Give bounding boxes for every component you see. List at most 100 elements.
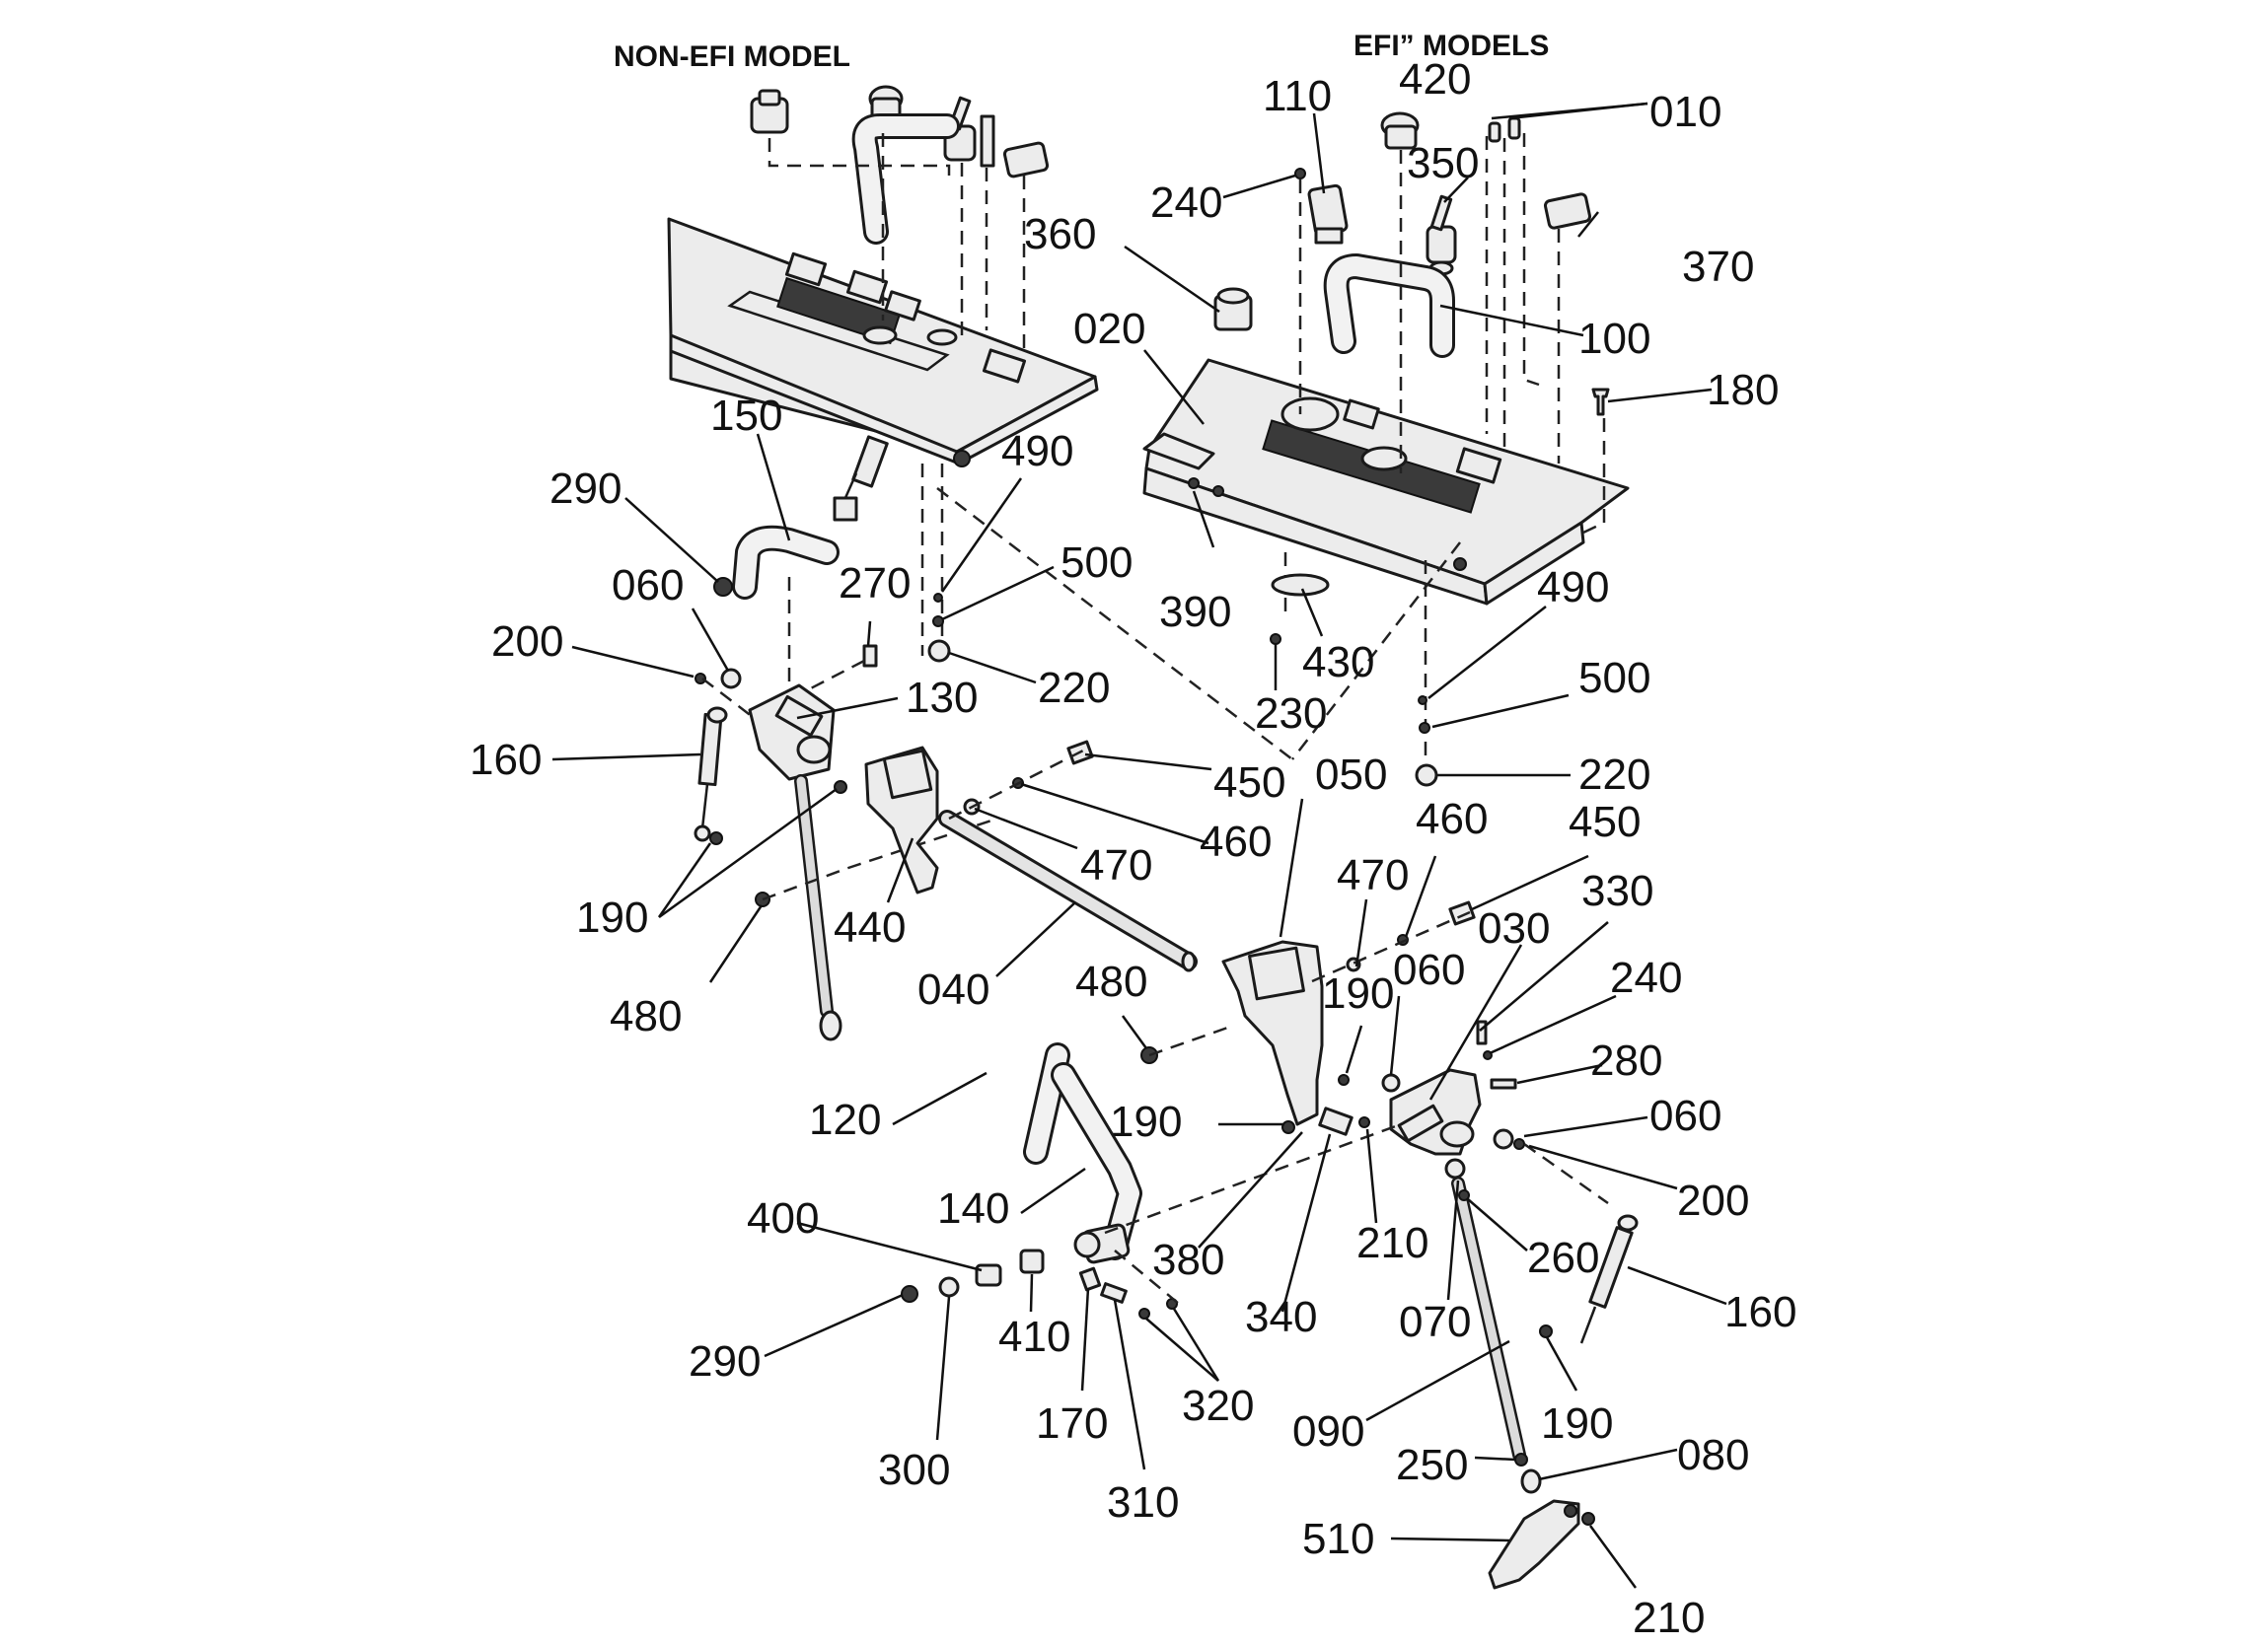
- efi-dash-panel: [1142, 358, 1630, 606]
- efi-switch-360: [1213, 287, 1253, 331]
- efi-plate-430: [1271, 573, 1330, 597]
- title-non-efi: NON-EFI MODEL: [614, 40, 850, 73]
- label-060-lower: 060: [1649, 1092, 1721, 1140]
- gas-spring-160-left: [694, 706, 728, 842]
- label-450-right: 450: [1569, 798, 1641, 846]
- label-190-right: 190: [1541, 1399, 1613, 1448]
- label-490-right: 490: [1537, 563, 1609, 611]
- label-340: 340: [1245, 1293, 1317, 1341]
- label-070: 070: [1399, 1298, 1471, 1346]
- label-120: 120: [809, 1096, 881, 1144]
- label-050: 050: [1315, 751, 1387, 799]
- efi-switch-110: [1307, 183, 1349, 245]
- spring-170: [1078, 1266, 1102, 1292]
- non-efi-washer-490: [933, 593, 943, 603]
- nut-210-a: [1358, 1116, 1370, 1128]
- label-410: 410: [998, 1313, 1070, 1361]
- label-160-right: 160: [1724, 1288, 1796, 1336]
- clip-200-right: [1513, 1138, 1525, 1150]
- non-efi-throttle: [833, 435, 889, 522]
- label-320: 320: [1182, 1382, 1254, 1430]
- label-330: 330: [1581, 867, 1653, 915]
- bushing-060-right-b: [1493, 1128, 1514, 1150]
- label-470: 470: [1080, 841, 1152, 890]
- label-390: 390: [1159, 588, 1231, 636]
- label-510: 510: [1302, 1515, 1374, 1563]
- efi-switch-370: [1543, 192, 1592, 230]
- joint-070: [1444, 1158, 1466, 1180]
- label-240: 240: [1150, 179, 1222, 227]
- efi-pins-010: [1488, 116, 1521, 143]
- label-430: 430: [1302, 638, 1374, 686]
- nut-190-right: [1338, 1074, 1350, 1086]
- label-290: 290: [549, 465, 622, 513]
- label-040: 040: [917, 966, 989, 1014]
- efi-ignition-350: [1426, 194, 1457, 276]
- label-060-right: 060: [1393, 946, 1465, 994]
- lever-510: [1488, 1499, 1580, 1590]
- non-efi-switch-2: [1002, 141, 1050, 179]
- label-480: 480: [610, 992, 682, 1040]
- label-310: 310: [1107, 1478, 1179, 1527]
- non-efi-dash-panel: [667, 217, 1099, 467]
- leader-lines: [551, 102, 1727, 1589]
- label-150: 150: [710, 392, 782, 440]
- efi-screw-230: [1270, 633, 1281, 645]
- nut-190-left: [709, 831, 723, 845]
- nut-250: [1514, 1453, 1528, 1467]
- label-460: 460: [1416, 795, 1488, 843]
- efi-hour-meter-420: [1380, 111, 1420, 150]
- label-080: 080: [1677, 1431, 1749, 1479]
- label-140: 140: [937, 1184, 1009, 1233]
- label-260: 260: [1527, 1234, 1599, 1282]
- label-400: 400: [747, 1194, 819, 1243]
- nut-320-a: [1138, 1308, 1150, 1320]
- bracket-050: [1221, 940, 1324, 1126]
- joint-080: [1520, 1468, 1542, 1494]
- efi-washer-490: [1418, 695, 1427, 705]
- efi-screw-240: [1294, 168, 1306, 179]
- nut-260: [1458, 1189, 1470, 1201]
- label-130: 130: [906, 674, 978, 722]
- non-efi-bolt: [980, 114, 995, 168]
- label-190-center: 190: [1322, 969, 1394, 1018]
- label-250: 250: [1396, 1441, 1468, 1489]
- non-efi-nut-220: [927, 639, 951, 663]
- gas-spring-160-right: [1579, 1214, 1639, 1344]
- label-210-lower: 210: [1633, 1594, 1705, 1642]
- label-380: 380: [1152, 1236, 1224, 1284]
- label-100: 100: [1578, 315, 1650, 363]
- label-190: 190: [576, 894, 648, 942]
- label-010: 010: [1649, 88, 1721, 136]
- label-470-right: 470: [1337, 851, 1409, 899]
- label-460-left: 460: [1200, 818, 1272, 866]
- label-490: 490: [1001, 427, 1073, 475]
- label-450: 450: [1213, 758, 1285, 807]
- efi-bolt-180: [1591, 388, 1610, 416]
- label-240-right: 240: [1610, 954, 1682, 1002]
- label-200: 200: [491, 617, 563, 666]
- label-270: 270: [839, 559, 911, 608]
- label-170: 170: [1036, 1399, 1108, 1448]
- label-220: 220: [1038, 664, 1110, 712]
- label-360: 360: [1024, 210, 1096, 258]
- bolt-270: [862, 644, 878, 668]
- label-500-right: 500: [1578, 654, 1650, 702]
- label-110: 110: [1263, 72, 1332, 120]
- washer-300: [938, 1276, 960, 1298]
- label-290-lower: 290: [689, 1337, 761, 1386]
- label-200-right: 200: [1677, 1177, 1749, 1225]
- label-500: 500: [1061, 538, 1133, 587]
- bolt-280: [1490, 1078, 1517, 1090]
- bushing-410: [1019, 1249, 1045, 1274]
- bracket-440: [864, 746, 939, 895]
- title-efi: EFI” MODELS: [1353, 30, 1549, 62]
- non-efi-switch-1: [750, 89, 789, 134]
- efi-washer-500: [1419, 722, 1430, 734]
- label-020: 020: [1073, 305, 1145, 353]
- label-480-right: 480: [1075, 958, 1147, 1006]
- label-160: 160: [470, 736, 542, 784]
- nut-290-right: [901, 1285, 918, 1303]
- label-230: 230: [1255, 689, 1327, 738]
